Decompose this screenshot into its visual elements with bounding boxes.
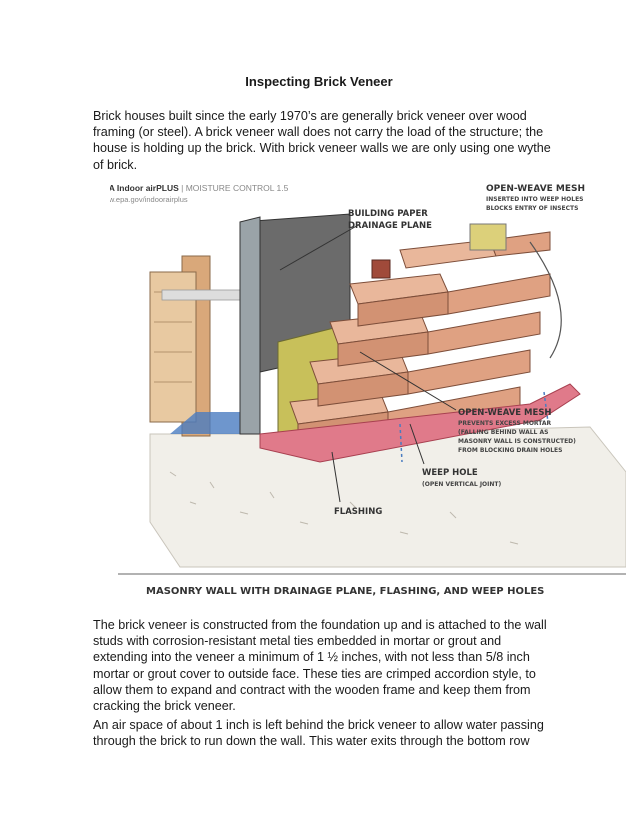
document-title: Inspecting Brick Veneer bbox=[245, 74, 393, 89]
label-weep-hole-sub: (OPEN VERTICAL JOINT) bbox=[422, 481, 502, 488]
sheathing-edge bbox=[239, 216, 261, 435]
ground-speckles bbox=[169, 471, 519, 545]
label-mesh-top-title: OPEN-WEAVE MESH bbox=[486, 184, 585, 194]
sill-gasket bbox=[170, 412, 250, 434]
label-mesh-mid-line1: PREVENTS EXCESS MORTAR bbox=[458, 420, 552, 427]
source-section: MOISTURE CONTROL 1.5 bbox=[186, 183, 289, 193]
mesh-arrow bbox=[529, 241, 562, 359]
source-name: EPA Indoor airPLUS bbox=[110, 183, 179, 193]
label-building-paper: BUILDING PAPER bbox=[348, 209, 428, 219]
label-mesh-mid-line2: (FALLING BEHIND WALL AS bbox=[458, 429, 548, 436]
source-url: www.epa.gov/indoorairplus bbox=[110, 195, 188, 204]
label-drainage-plane: DRAINAGE PLANE bbox=[348, 221, 432, 231]
label-mesh-mid-line3: MASONRY WALL IS CONSTRUCTED) bbox=[458, 438, 576, 445]
flashing bbox=[259, 383, 581, 463]
svg-text:EPA Indoor airPLUS |: EPA Indoor airPLUS | MOISTURE CONTROL 1.… bbox=[110, 183, 289, 193]
air-space-paragraph: An air space of about 1 inch is left beh… bbox=[93, 718, 544, 749]
brick-tie bbox=[371, 259, 391, 279]
construction-paragraph: The brick veneer is constructed from the… bbox=[93, 618, 547, 714]
intro-paragraph: Brick houses built since the early 1970’… bbox=[93, 109, 551, 172]
label-mesh-mid-title: OPEN-WEAVE MESH bbox=[458, 408, 552, 418]
label-mesh-top-line1: INSERTED INTO WEEP HOLES bbox=[486, 196, 584, 203]
label-mesh-mid-line4: FROM BLOCKING DRAIN HOLES bbox=[458, 447, 562, 454]
label-flashing: FLASHING bbox=[334, 507, 382, 517]
label-weep-hole: WEEP HOLE bbox=[422, 468, 478, 478]
figure-caption: MASONRY WALL WITH DRAINAGE PLANE, FLASHI… bbox=[146, 586, 544, 597]
open-weave-mesh-top bbox=[469, 223, 507, 251]
label-mesh-top-line2: BLOCKS ENTRY OF INSECTS bbox=[486, 205, 578, 212]
masonry-wall-illustration: EPA Indoor airPLUS | MOISTURE CONTROL 1.… bbox=[110, 172, 626, 604]
